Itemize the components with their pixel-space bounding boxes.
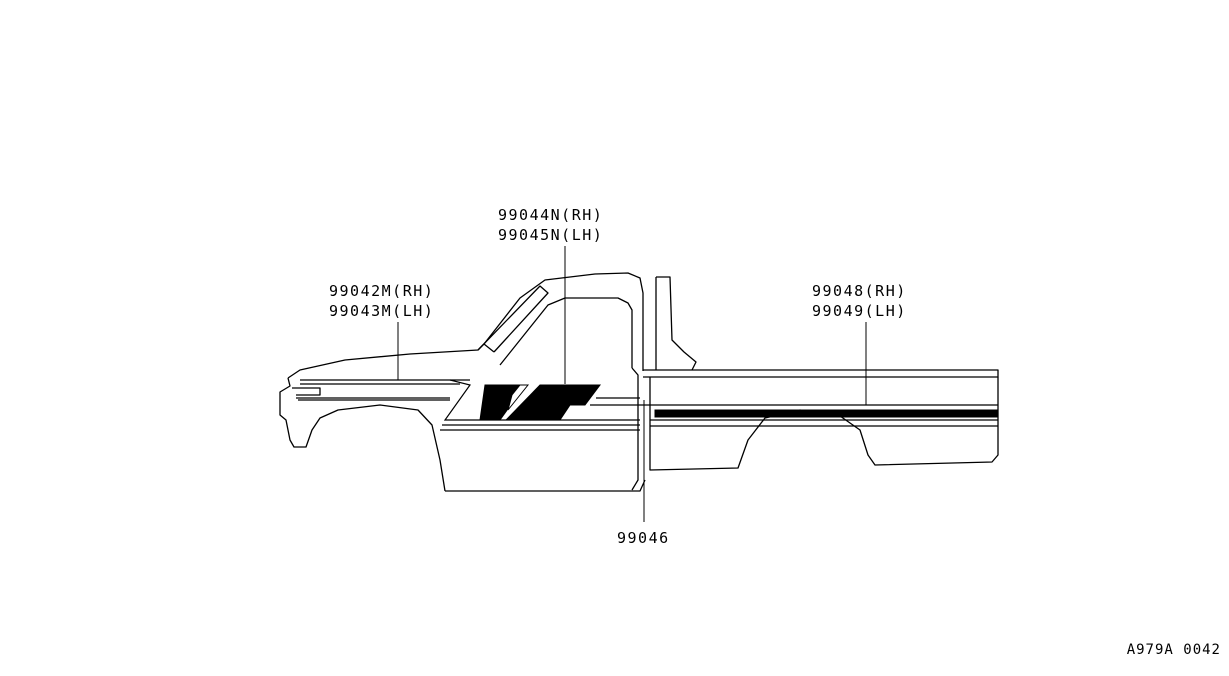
bed-stripe-thick [654, 409, 999, 418]
callout-bed-rh: 99048(RH) [812, 282, 907, 300]
callout-pillar-part: 99046 [617, 529, 670, 547]
door-stripe-gap [507, 384, 530, 411]
callout-hood-rh: 99042M(RH) [329, 282, 435, 300]
stripe-outlines [300, 379, 640, 421]
leader-lines [397, 246, 867, 522]
callout-pillar: 99046 [617, 528, 670, 548]
callout-door-rh: 99044N(RH) [498, 206, 604, 224]
callout-bed: 99048(RH) 99049(LH) [812, 281, 907, 321]
callout-bed-lh: 99049(LH) [812, 302, 907, 320]
callout-hood: 99042M(RH) 99043M(LH) [329, 281, 434, 321]
callout-door-lh: 99045N(LH) [498, 226, 604, 244]
stripe-decals [479, 384, 999, 421]
callout-door: 99044N(RH) 99045N(LH) [498, 205, 603, 245]
callout-hood-lh: 99043M(LH) [329, 302, 435, 320]
figure-code: A979A 0042 [1126, 642, 1221, 658]
